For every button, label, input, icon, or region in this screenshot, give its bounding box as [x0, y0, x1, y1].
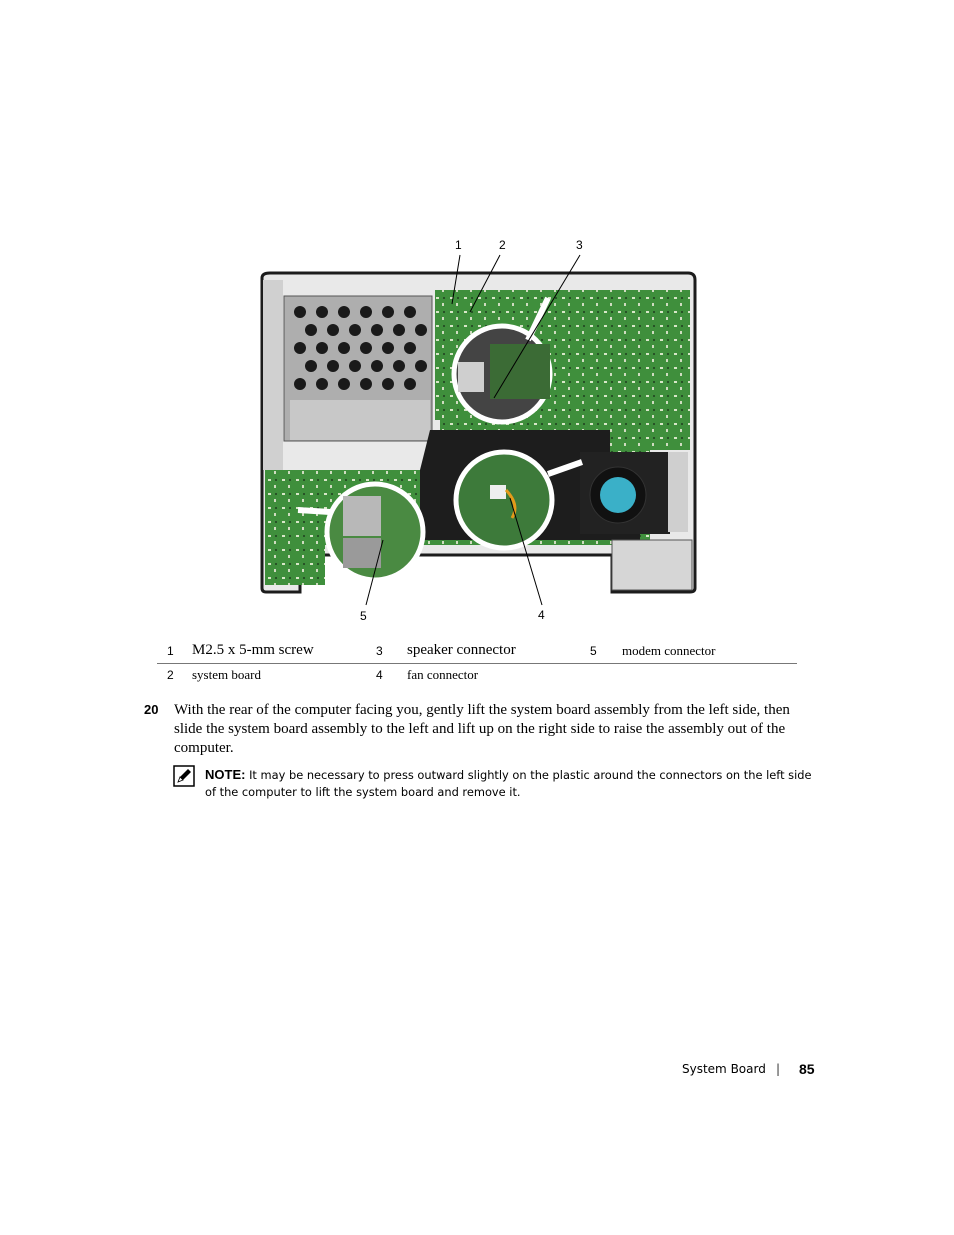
legend-row: 1 M2.5 x 5-mm screw 3 speaker connector … — [157, 640, 797, 664]
system-board-figure — [260, 254, 697, 606]
footer-section-title: System Board — [682, 1062, 766, 1076]
legend-label: speaker connector — [407, 642, 516, 658]
step-text: With the rear of the computer facing you… — [174, 702, 790, 756]
callout-legend-table: 1 M2.5 x 5-mm screw 3 speaker connector … — [157, 640, 797, 687]
legend-label: modem connector — [622, 643, 716, 658]
legend-label: fan connector — [407, 667, 479, 682]
callout-5: 5 — [360, 609, 367, 623]
legend-row: 2 system board 4 fan connector — [157, 664, 797, 687]
callout-3: 3 — [576, 238, 583, 252]
pencil-note-icon — [173, 765, 195, 787]
note-label: NOTE: — [205, 767, 246, 782]
note-body: It may be necessary to press outward sli… — [205, 768, 812, 799]
callout-2: 2 — [499, 238, 506, 252]
step-number: 20 — [144, 702, 159, 717]
legend-number: 5 — [590, 644, 597, 658]
legend-label: system board — [192, 667, 261, 682]
legend-number: 2 — [167, 668, 174, 682]
footer-separator: | — [776, 1062, 781, 1076]
page-number: 85 — [799, 1061, 815, 1077]
legend-number: 4 — [376, 668, 383, 682]
legend-number: 1 — [167, 644, 174, 658]
note-text: NOTE: It may be necessary to press outwa… — [205, 766, 813, 801]
callout-4: 4 — [538, 608, 545, 622]
callout-1: 1 — [455, 238, 462, 252]
legend-number: 3 — [376, 644, 383, 658]
legend-label: M2.5 x 5-mm screw — [192, 642, 314, 658]
